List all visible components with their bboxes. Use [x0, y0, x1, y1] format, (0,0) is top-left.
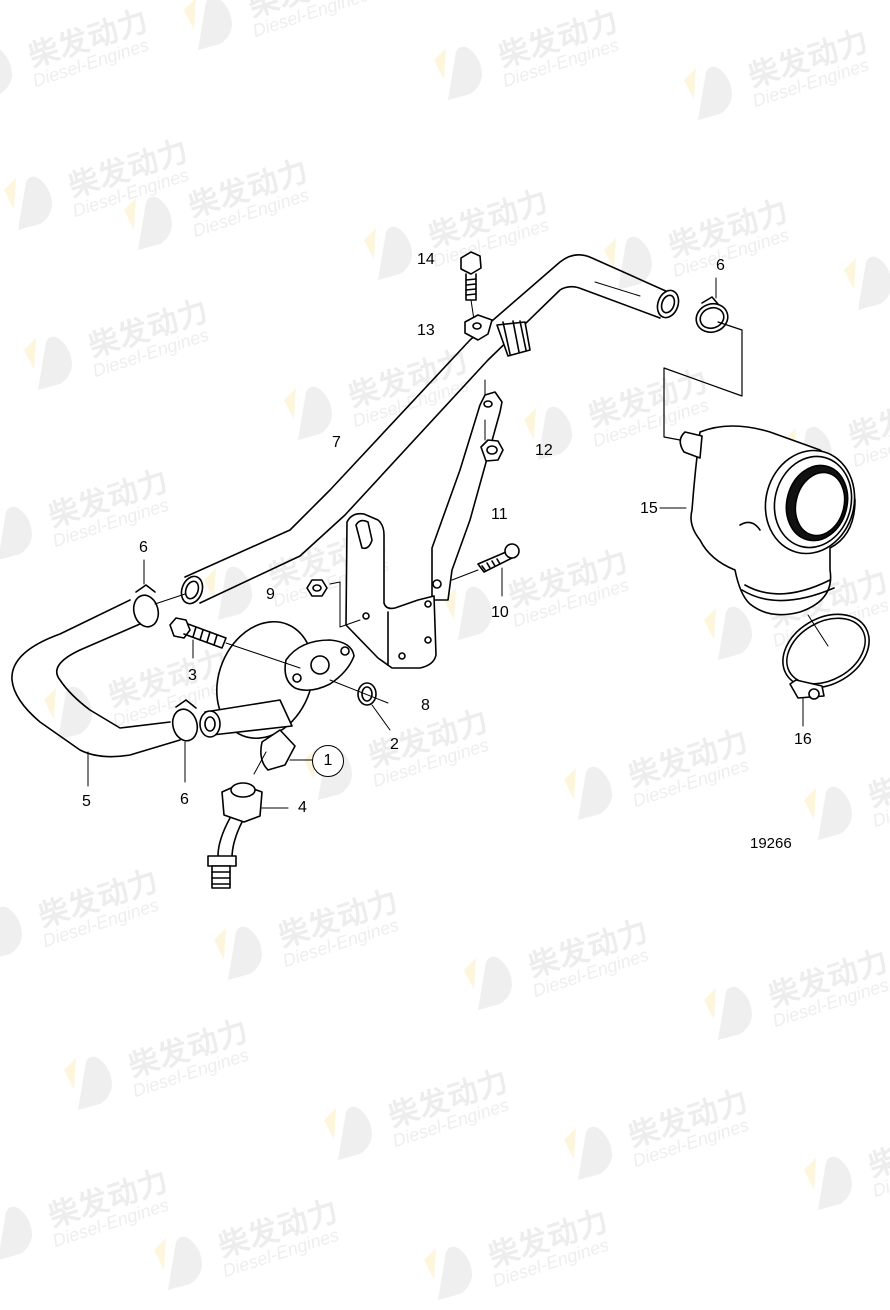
- screw-10: [451, 543, 520, 597]
- o-ring-2: [329, 679, 391, 731]
- clamp-16: [782, 613, 870, 727]
- callout-hose-clamp-lower-left: 6: [180, 791, 189, 808]
- clamp-6-lower-left: [171, 699, 199, 783]
- nut-12: [480, 419, 504, 462]
- callout-intake-connector: 15: [640, 500, 658, 517]
- callout-hose: 5: [82, 793, 91, 810]
- callout-hose-clamp-upper-left: 6: [139, 539, 148, 556]
- connector-15: [659, 425, 856, 616]
- callout-nut: 12: [535, 442, 553, 459]
- callout-pipe: 7: [332, 434, 341, 451]
- exploded-view-drawing: [11, 251, 870, 889]
- callout-stay: 11: [491, 506, 508, 523]
- callout-o-ring: 2: [390, 736, 399, 753]
- callout-nut: 9: [266, 586, 275, 603]
- callout-flange-screw: 10: [491, 604, 509, 621]
- elbow-4: [207, 751, 289, 889]
- callout-hose-clamp-large: 16: [794, 731, 812, 748]
- callout-oil-separator-housing: 1: [312, 745, 344, 777]
- nut-9: [306, 579, 361, 628]
- callout-bracket: 8: [421, 697, 430, 714]
- callout-clip: 13: [417, 322, 435, 339]
- callout-flange-screw: 14: [417, 251, 435, 268]
- pipe-7: [180, 254, 680, 605]
- clip-13: [464, 314, 493, 341]
- housing-1: [199, 620, 355, 771]
- illustration-reference-number: 19266: [750, 835, 792, 852]
- callout-hose-clamp-right: 6: [716, 257, 725, 274]
- callout-nipple-elbow: 4: [298, 799, 307, 816]
- hose-5: [11, 599, 181, 787]
- callout-bolt: 3: [188, 667, 197, 684]
- bracket-8: [345, 512, 437, 669]
- clamp-6-right: [695, 277, 729, 334]
- bolt-14: [460, 251, 482, 321]
- clamp-6-upper-left: [132, 559, 186, 628]
- bolt-3: [169, 617, 301, 669]
